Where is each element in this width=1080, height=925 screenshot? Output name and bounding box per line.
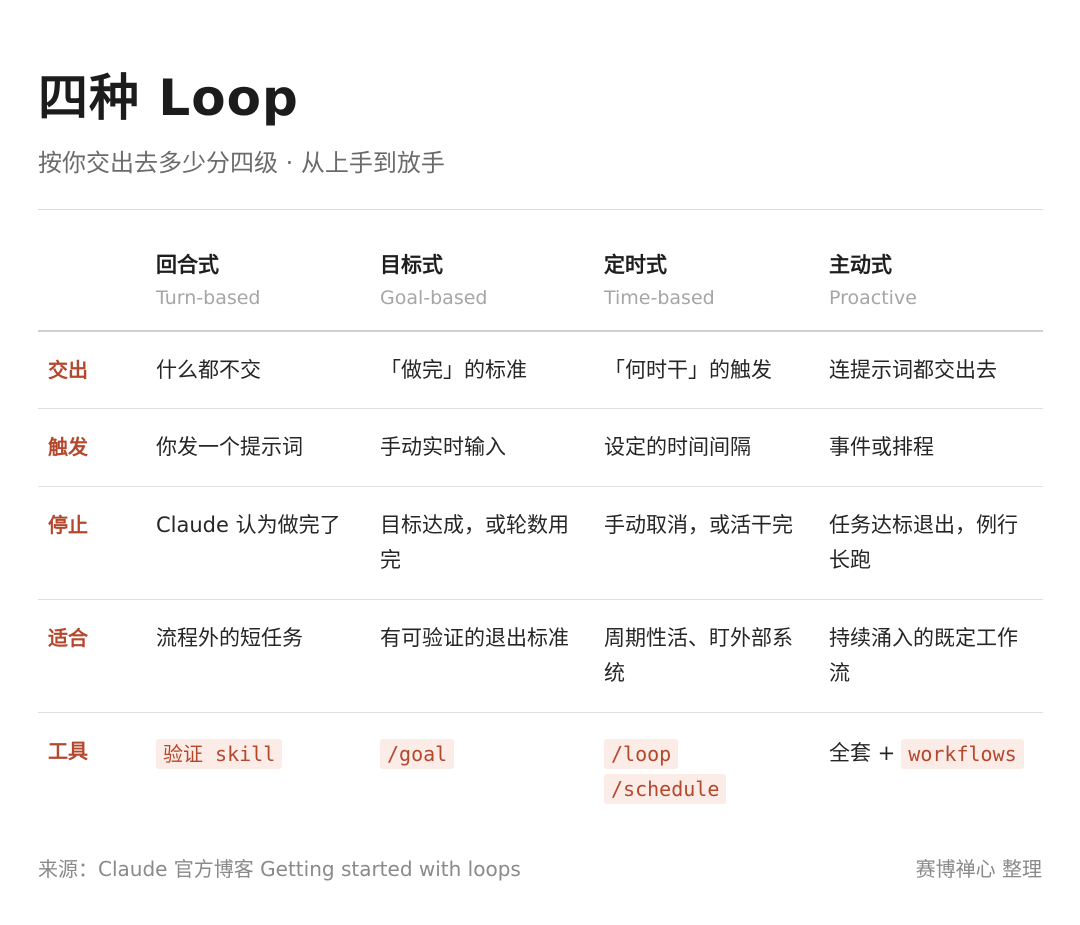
table-cell: 手动实时输入	[380, 435, 506, 459]
table-cell: 设定的时间间隔	[604, 435, 751, 459]
table-cell: 你发一个提示词	[156, 435, 303, 459]
row-label: 适合	[48, 626, 88, 650]
column-header-en: Proactive	[829, 287, 917, 309]
column-header-en: Goal-based	[380, 287, 488, 309]
row-label: 停止	[48, 513, 88, 537]
divider	[38, 209, 1043, 210]
row-divider	[38, 408, 1043, 409]
table-cell: 有可验证的退出标准	[380, 626, 569, 650]
table-cell: 验证 skill	[156, 736, 356, 771]
column-header-turn: 回合式 Turn-based	[156, 251, 261, 312]
code-tag: /loop	[604, 738, 679, 769]
code-tag: workflows	[901, 738, 1024, 769]
table-cell: 全套 + workflows	[829, 736, 1043, 771]
row-label: 触发	[48, 435, 88, 459]
row-label: 交出	[48, 358, 88, 382]
column-header-zh: 回合式	[156, 253, 219, 277]
column-header-en: Time-based	[604, 287, 715, 309]
table-cell: 目标达成，或轮数用完	[380, 513, 569, 572]
table-cell: /loop /schedule	[604, 736, 804, 806]
column-header-proactive: 主动式 Proactive	[829, 251, 917, 312]
column-header-zh: 定时式	[604, 253, 667, 277]
table-cell: 手动取消，或活干完	[604, 513, 793, 537]
source-note: 来源：Claude 官方博客 Getting started with loop…	[38, 857, 521, 881]
table-cell: /goal	[380, 736, 580, 771]
tool-prefix: 全套 +	[829, 741, 896, 765]
column-header-goal: 目标式 Goal-based	[380, 251, 487, 312]
row-divider	[38, 712, 1043, 713]
code-tag: /schedule	[604, 773, 727, 804]
page-title: 四种 Loop	[38, 69, 299, 127]
table-cell: 流程外的短任务	[156, 626, 303, 650]
row-label: 工具	[48, 739, 88, 763]
table-cell: 事件或排程	[829, 435, 934, 459]
table-cell: 什么都不交	[156, 358, 261, 382]
header-divider	[38, 330, 1043, 332]
table-cell: Claude 认为做完了	[156, 513, 341, 537]
credit-note: 赛博禅心 整理	[915, 857, 1042, 881]
table-cell: 连提示词都交出去	[829, 358, 997, 382]
table-cell: 任务达标退出，例行长跑	[829, 513, 1018, 572]
code-tag: 验证 skill	[156, 738, 283, 769]
page-subtitle: 按你交出去多少分四级 · 从上手到放手	[38, 149, 445, 177]
table-cell: 持续涌入的既定工作流	[829, 626, 1018, 685]
column-header-en: Turn-based	[156, 287, 261, 309]
row-divider	[38, 599, 1043, 600]
column-header-zh: 目标式	[380, 253, 443, 277]
table-cell: 周期性活、盯外部系统	[604, 626, 793, 685]
table-cell: 「何时干」的触发	[604, 358, 772, 382]
column-header-zh: 主动式	[829, 253, 892, 277]
table-cell: 「做完」的标准	[380, 358, 527, 382]
column-header-time: 定时式 Time-based	[604, 251, 715, 312]
row-divider	[38, 486, 1043, 487]
code-tag: /goal	[380, 738, 455, 769]
